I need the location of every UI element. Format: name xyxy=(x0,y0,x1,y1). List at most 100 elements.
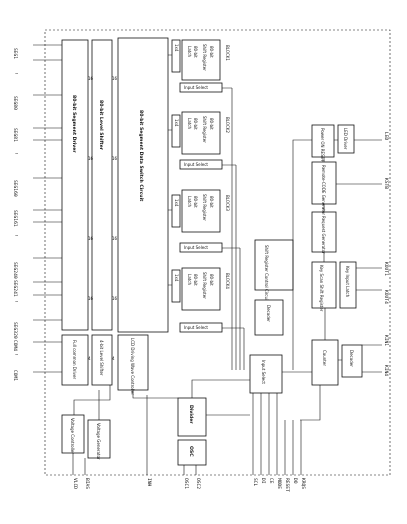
n1x4-2 xyxy=(171,114,181,148)
block-group-4: 1x4 Latch 80-bit Shift Register 80-bit I… xyxy=(171,267,230,333)
block1-label: BLOCK1 xyxy=(225,45,230,61)
input-select-3 xyxy=(179,242,223,253)
pin-seg240: SEG240 xyxy=(12,262,18,279)
sr-control-block xyxy=(254,239,294,291)
latch-label-3: Latch xyxy=(187,196,192,207)
latch-block-2 xyxy=(181,111,221,155)
bus-4-b: 4 xyxy=(112,356,115,361)
power-reset-label: Power ON RESET xyxy=(320,128,325,162)
bit80b-label-4: 80-bit xyxy=(209,274,214,286)
latch-label-2: Latch xyxy=(187,118,192,129)
bus-16-c: 16 xyxy=(88,156,94,161)
sr-label-1: Shift Register xyxy=(202,44,207,71)
right-pins: LED KSTB KOUT1 KOUT4 KIN1 KIN4 xyxy=(336,132,389,376)
data-switch-label: 80-bit Segment Data Switch Circuit xyxy=(138,110,144,202)
pin-bias: BIAS xyxy=(84,478,90,489)
led-driver-label: LED Driver xyxy=(343,128,348,150)
input-select-main-block xyxy=(249,354,283,394)
bit80b-label-1: 80-bit xyxy=(209,46,214,58)
sr-control-label: Shift Register Control Circuit xyxy=(264,245,269,302)
latch-block-4 xyxy=(181,267,221,311)
pin-scl: SCL xyxy=(252,478,258,487)
input-select-label-3: Input Select xyxy=(184,245,208,250)
tilde-3: ~ xyxy=(15,233,18,238)
decoder-block xyxy=(254,299,284,336)
tilde-1: ~ xyxy=(15,71,18,76)
pin-led: LED xyxy=(383,132,389,141)
sr-label-3: Shift Register xyxy=(202,194,207,221)
divider-label: Divider xyxy=(188,405,194,424)
bit80b-label-3: 80-bit xyxy=(209,196,214,208)
input-select-main-label: Input Select xyxy=(261,360,266,384)
pin-osc2: OSC2 xyxy=(195,478,201,489)
pin-seg160: SEG160 xyxy=(12,180,18,197)
tilde-2: ~ xyxy=(15,151,18,156)
pin-seg241: SEG241 xyxy=(12,280,18,297)
bit80-label-1: 80-bit xyxy=(193,46,198,58)
level-shifter-label: 80-bit Level Shifter xyxy=(98,100,104,151)
latch-block-3 xyxy=(181,189,221,233)
bus-16-g: 16 xyxy=(88,296,94,301)
key-scan-block xyxy=(311,261,337,309)
n1x4-4 xyxy=(171,269,181,303)
n1x4-3 xyxy=(171,194,181,228)
pin-kin4: KIN4 xyxy=(383,365,389,376)
block4-label: BLOCK4 xyxy=(225,273,230,289)
pin-kout1: KOUT1 xyxy=(383,262,389,276)
bit-level-shifter-label: 4-bit Level Shifter xyxy=(99,340,104,376)
n1x4-1 xyxy=(171,39,181,73)
pin-com4: COM4 xyxy=(12,340,18,351)
block2-label: BLOCK2 xyxy=(225,117,230,133)
divider-block xyxy=(177,397,207,437)
pin-kout4: KOUT4 xyxy=(383,290,389,304)
pin-seg1: SEG1 xyxy=(12,48,18,59)
remote-gen-label: Remote-CODE Generator xyxy=(321,165,326,215)
input-select-2 xyxy=(179,159,223,170)
pin-mode: MODE xyxy=(276,478,282,489)
remote-gen-block xyxy=(311,161,337,205)
voltage-generator-label: Voltage Generator xyxy=(96,423,101,460)
decoder-right-label: Decoder xyxy=(349,350,354,367)
osc-label: OSC xyxy=(188,446,194,457)
level-shifter-block xyxy=(91,39,113,331)
latch-block-1 xyxy=(181,39,221,81)
sr-label-2: Shift Register xyxy=(202,116,207,143)
n1x4-label-1: 1x4 xyxy=(174,44,179,52)
tilde-5: ~ xyxy=(15,352,18,357)
pin-seg81: SEG81 xyxy=(12,128,18,142)
pin-com1: COM1 xyxy=(12,370,18,381)
block-group-3: 1x4 Latch 80-bit Shift Register 80-bit I… xyxy=(171,189,230,253)
pin-di: DI xyxy=(260,478,266,484)
pin-inh: INH xyxy=(146,478,152,487)
bus-16-f: 16 xyxy=(112,236,118,241)
request-gen-block xyxy=(311,211,337,253)
n1x4-label-3: 1x4 xyxy=(174,199,179,207)
input-select-label-2: Input Select xyxy=(184,162,208,167)
tilde-4: ~ xyxy=(15,299,18,304)
latch-label-1: Latch xyxy=(187,46,192,57)
pin-seg80: SEG80 xyxy=(12,96,18,110)
pin-kin1: KIN1 xyxy=(383,335,389,346)
chip-boundary xyxy=(44,29,391,476)
lcd-wave-label: LCD Driving Wave Controller xyxy=(130,338,135,395)
bus-4-a: 4 xyxy=(88,356,91,361)
pin-do: DO xyxy=(292,478,298,484)
n1x4-label-4: 1x4 xyxy=(174,274,179,282)
bit80-label-4: 80-bit xyxy=(193,274,198,286)
left-pins: SEG1 ~ SEG80 SEG81 ~ SEG160 SEG161 ~ SEG… xyxy=(12,44,62,381)
request-gen-label: Request Generator xyxy=(321,216,326,254)
pin-seg320: SEG320 xyxy=(12,322,18,339)
bit-level-shifter-block xyxy=(91,334,113,386)
input-select-label-4: Input Select xyxy=(184,325,208,330)
sr-label-4: Shift Register xyxy=(202,272,207,299)
n1x4-label-2: 1x4 xyxy=(174,119,179,127)
bit80b-label-2: 80-bit xyxy=(209,118,214,130)
pin-kstb: KSTB xyxy=(383,178,389,189)
osc-block xyxy=(177,439,207,466)
bus-16-e: 16 xyxy=(88,236,94,241)
pin-ce: CE xyxy=(268,478,274,484)
input-select-1 xyxy=(179,82,223,93)
pin-krqs: KRQS xyxy=(300,478,306,489)
key-input-latch-block xyxy=(339,261,357,309)
